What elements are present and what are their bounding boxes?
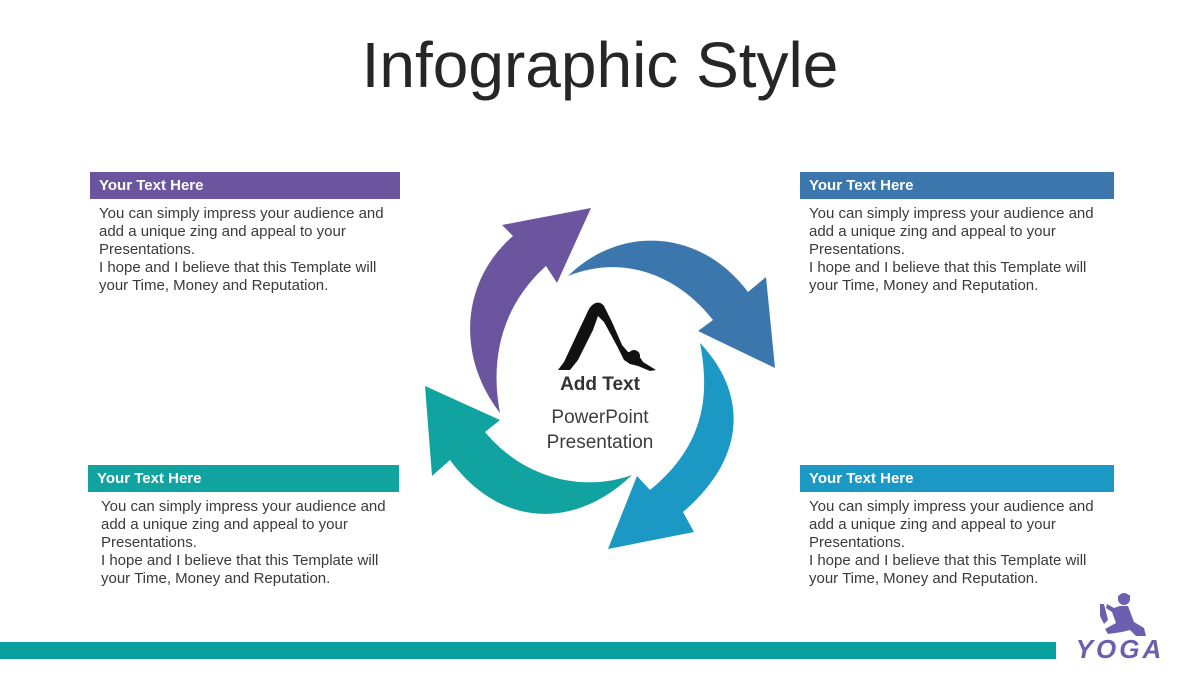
center-subtitle-line: PowerPoint bbox=[551, 407, 649, 428]
box-header-bottom-left: Your Text Here bbox=[88, 465, 399, 492]
center-subtitle-line: Presentation bbox=[546, 432, 654, 453]
box-body-top-right: You can simply impress your audience and… bbox=[809, 205, 1109, 295]
cycle-arrow-teal bbox=[425, 386, 632, 514]
box-body-line: I hope and I believe that this Template … bbox=[101, 552, 379, 587]
box-header-top-left: Your Text Here bbox=[90, 172, 400, 199]
box-header-top-right: Your Text Here bbox=[800, 172, 1114, 199]
yoga-logo: YOGA bbox=[1076, 593, 1165, 662]
box-body-line: I hope and I believe that this Template … bbox=[99, 259, 377, 294]
page-title: Infographic Style bbox=[361, 29, 839, 101]
box-body-line: You can simply impress your audience and… bbox=[101, 498, 386, 551]
yoga-logo-text: YOGA bbox=[1076, 634, 1165, 662]
box-body-line: I hope and I believe that this Template … bbox=[809, 552, 1087, 587]
cycle-arrow-light-blue bbox=[608, 343, 734, 549]
cycle-arrow-blue bbox=[568, 240, 775, 368]
yoga-person-icon bbox=[1100, 593, 1146, 636]
cycle-arrow-purple bbox=[470, 208, 591, 413]
box-body-line: You can simply impress your audience and… bbox=[809, 498, 1094, 551]
center-subtitle: PowerPoint Presentation bbox=[480, 405, 720, 455]
yoga-pose-icon bbox=[558, 302, 656, 371]
box-body-top-left: You can simply impress your audience and… bbox=[99, 205, 399, 295]
box-body-bottom-right: You can simply impress your audience and… bbox=[809, 498, 1109, 588]
box-header-bottom-right: Your Text Here bbox=[800, 465, 1114, 492]
box-body-line: You can simply impress your audience and… bbox=[809, 205, 1094, 258]
box-body-line: I hope and I believe that this Template … bbox=[809, 259, 1087, 294]
bottom-accent-bar bbox=[0, 642, 1056, 659]
box-body-line: You can simply impress your audience and… bbox=[99, 205, 384, 258]
box-body-bottom-left: You can simply impress your audience and… bbox=[101, 498, 401, 588]
center-title: Add Text bbox=[560, 374, 640, 395]
